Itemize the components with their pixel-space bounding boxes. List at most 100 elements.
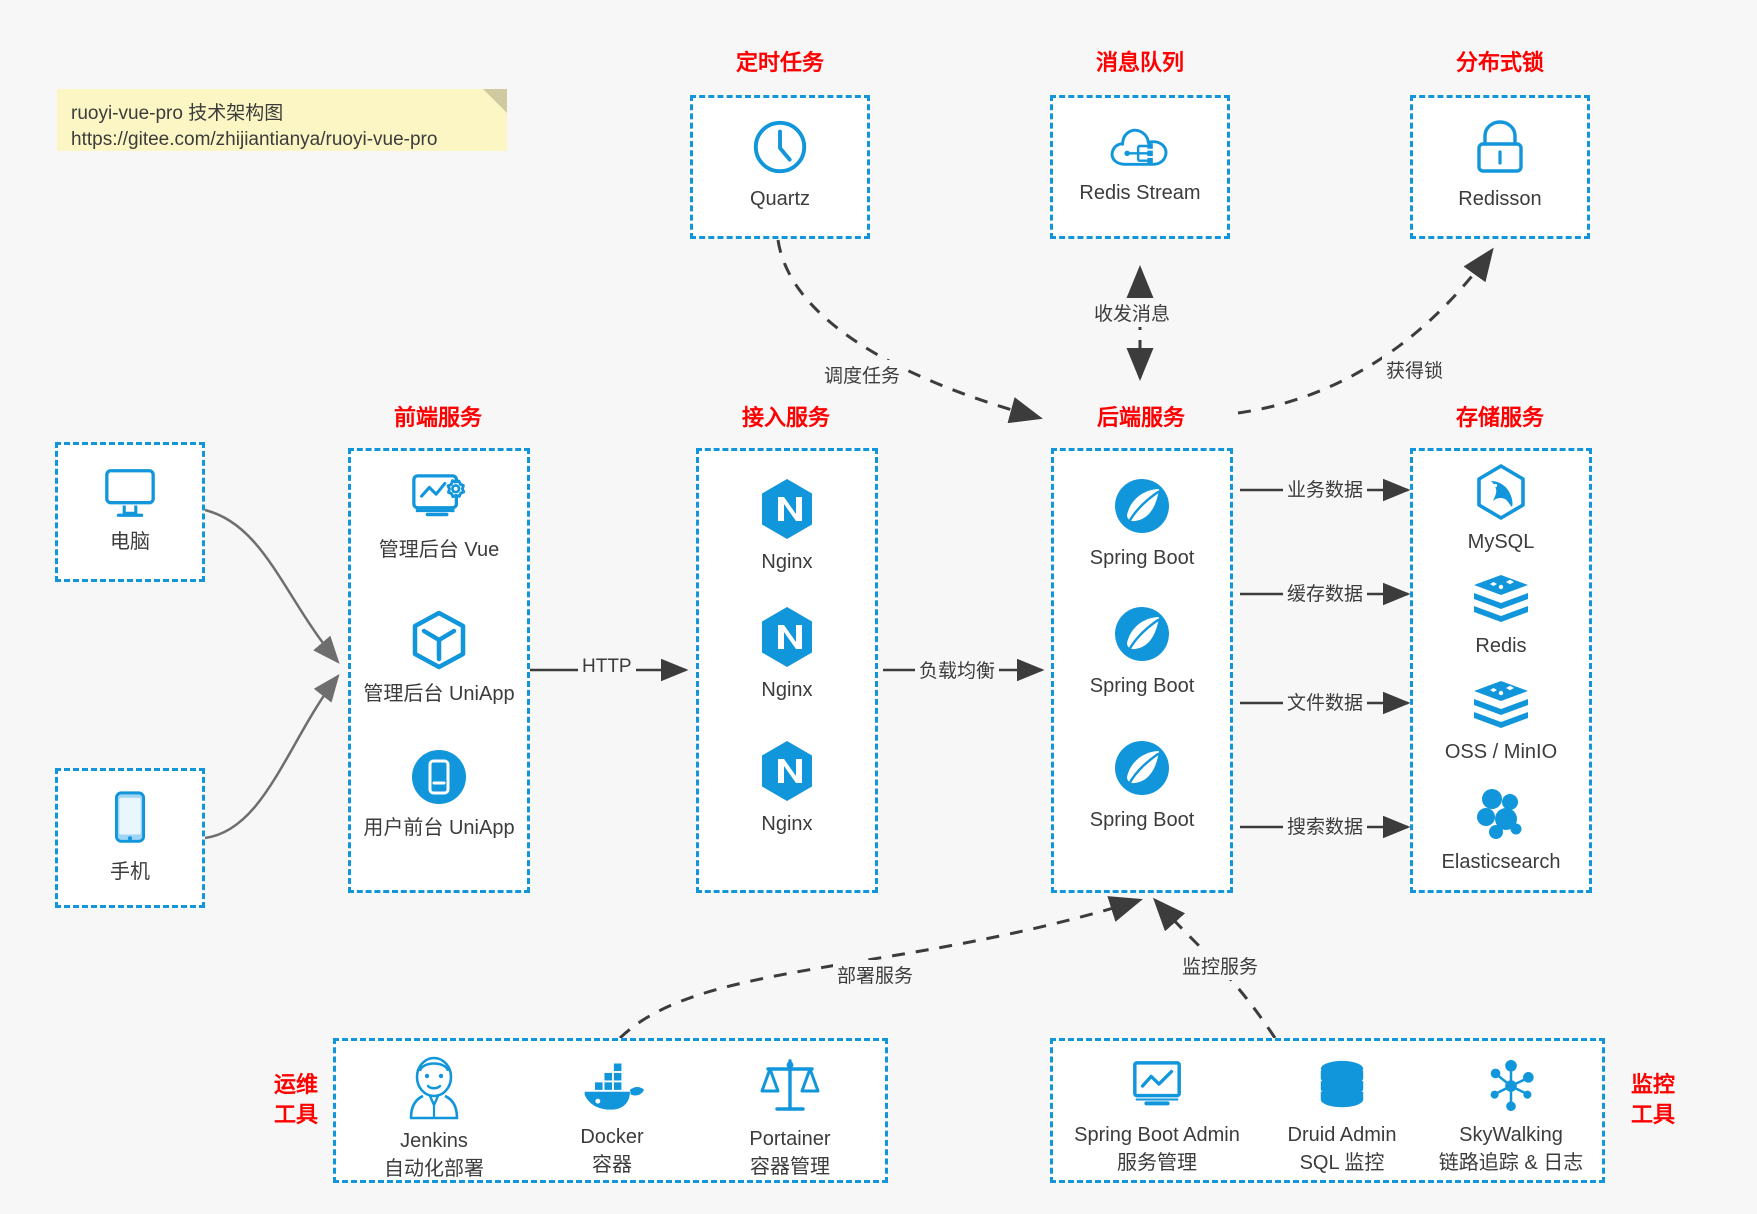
node-label: 电脑	[110, 531, 150, 553]
edge-label-schedule-task: 调度任务	[820, 360, 905, 389]
devops-group-box: Jenkins 自动化部署 Docker 容器	[333, 1038, 888, 1183]
node-nginx-2[interactable]: Nginx	[699, 605, 875, 703]
database-icon	[1320, 1060, 1364, 1108]
monitor-title-line-2: 工具	[1630, 1102, 1675, 1127]
edge-label-file-data: 文件数据	[1283, 687, 1368, 716]
node-springboot-3[interactable]: Spring Boot	[1054, 737, 1230, 833]
frontend-group-box: 管理后台 Vue 管理后台 UniApp 用户前台 UniApp	[348, 448, 530, 893]
node-label: Spring Boot	[1089, 547, 1195, 569]
client-box-phone: 手机	[55, 768, 205, 908]
group-title-devops: 运维 工具	[258, 1070, 334, 1130]
node-label: Redisson	[1458, 188, 1542, 210]
note-line-2: https://gitee.com/zhijiantianya/ruoyi-vu…	[71, 129, 438, 150]
edge-label-deploy-service: 部署服务	[833, 960, 918, 989]
phone-icon	[114, 791, 146, 843]
gateway-group-box: Nginx Nginx Nginx	[696, 448, 878, 893]
group-title-gateway: 接入服务	[741, 405, 830, 430]
spring-leaf-icon	[1115, 741, 1169, 795]
edge-label-mq-io: 收发消息	[1090, 298, 1175, 327]
storage-group-box: MySQL Redis OSS / MinIO	[1410, 448, 1592, 893]
node-spring-boot-admin[interactable]: Spring Boot Admin 服务管理	[1057, 1059, 1257, 1177]
dashboard-gear-icon	[412, 474, 466, 517]
node-mysql[interactable]: MySQL	[1413, 463, 1589, 555]
node-label: 管理后台 UniApp	[363, 683, 515, 705]
node-user-uniapp[interactable]: 用户前台 UniApp	[351, 747, 527, 841]
node-desc: 容器管理	[750, 1156, 830, 1178]
jenkins-butler-icon	[409, 1056, 459, 1120]
note-line-1: ruoyi-vue-pro 技术架构图	[71, 103, 284, 124]
node-label: Elasticsearch	[1441, 851, 1561, 873]
node-skywalking[interactable]: SkyWalking 链路追踪 & 日志	[1421, 1059, 1601, 1177]
node-label: Nginx	[761, 679, 813, 701]
node-name: SkyWalking	[1459, 1124, 1563, 1146]
node-graph-icon	[1490, 1059, 1534, 1112]
edge-label-monitor-service: 监控服务	[1178, 951, 1263, 980]
group-title-frontend: 前端服务	[393, 405, 482, 430]
node-oss-minio[interactable]: OSS / MinIO	[1413, 679, 1589, 765]
node-label: Redis Stream	[1079, 182, 1201, 204]
hexagon-cube-icon	[412, 610, 466, 670]
node-desc: 链路追踪 & 日志	[1438, 1152, 1584, 1174]
lock-icon	[1477, 120, 1523, 173]
node-name: Portainer	[749, 1128, 831, 1150]
note-fold-corner	[483, 89, 507, 113]
node-label: Spring Boot	[1089, 809, 1195, 831]
node-redis[interactable]: Redis	[1413, 573, 1589, 659]
client-box-computer: 电脑	[55, 442, 205, 582]
group-title-backend: 后端服务	[1096, 405, 1185, 430]
sticky-note: ruoyi-vue-pro 技术架构图 https://gitee.com/zh…	[57, 89, 507, 151]
node-quartz[interactable]: Quartz	[693, 116, 867, 212]
group-title-monitor: 监控 工具	[1615, 1070, 1691, 1130]
node-name: Druid Admin	[1287, 1124, 1397, 1146]
monitor-icon	[105, 469, 155, 517]
node-springboot-2[interactable]: Spring Boot	[1054, 603, 1230, 699]
node-name: Spring Boot Admin	[1074, 1124, 1240, 1146]
nginx-icon	[762, 479, 812, 539]
node-label: 用户前台 UniApp	[363, 817, 515, 839]
edge-label-http: HTTP	[578, 655, 636, 679]
monitor-chart-icon	[1133, 1061, 1181, 1106]
edge-label-business-data: 业务数据	[1283, 474, 1368, 503]
node-jenkins[interactable]: Jenkins 自动化部署	[350, 1055, 518, 1183]
spring-leaf-icon	[1115, 607, 1169, 661]
monitor-title-line-1: 监控	[1630, 1072, 1675, 1097]
elasticsearch-icon	[1477, 789, 1522, 839]
node-phone[interactable]: 手机	[58, 789, 202, 885]
group-title-storage: 存储服务	[1455, 405, 1544, 430]
scales-icon	[760, 1059, 820, 1111]
node-springboot-1[interactable]: Spring Boot	[1054, 475, 1230, 571]
node-portainer[interactable]: Portainer 容器管理	[706, 1055, 874, 1181]
redis-stack-icon	[1474, 575, 1528, 622]
node-desc: 容器	[592, 1154, 632, 1176]
nginx-icon	[762, 607, 812, 667]
node-druid-admin[interactable]: Druid Admin SQL 监控	[1258, 1059, 1426, 1177]
edge-label-search-data: 搜索数据	[1283, 811, 1368, 840]
mq-group-box: Redis Stream	[1050, 95, 1230, 239]
edge-label-acquire-lock: 获得锁	[1382, 355, 1448, 384]
node-desc: SQL 监控	[1299, 1152, 1385, 1174]
mysql-dolphin-icon	[1477, 464, 1525, 520]
node-nginx-1[interactable]: Nginx	[699, 477, 875, 575]
node-admin-uniapp[interactable]: 管理后台 UniApp	[351, 609, 527, 707]
node-label: MySQL	[1467, 531, 1535, 553]
node-redis-stream[interactable]: Redis Stream	[1053, 120, 1227, 206]
node-desc: 服务管理	[1117, 1152, 1197, 1174]
node-redisson[interactable]: Redisson	[1413, 118, 1587, 212]
node-name: Jenkins	[400, 1130, 468, 1152]
group-title-lock: 分布式锁	[1455, 50, 1544, 75]
node-admin-vue[interactable]: 管理后台 Vue	[351, 471, 527, 563]
node-label: Nginx	[761, 551, 813, 573]
node-computer[interactable]: 电脑	[58, 465, 202, 555]
redis-stack-icon	[1474, 681, 1528, 728]
devops-title-line-2: 工具	[273, 1102, 318, 1127]
group-title-mq: 消息队列	[1095, 50, 1184, 75]
node-label: Redis	[1475, 635, 1527, 657]
spring-leaf-icon	[1115, 479, 1169, 533]
node-elasticsearch[interactable]: Elasticsearch	[1413, 785, 1589, 875]
node-docker[interactable]: Docker 容器	[528, 1061, 696, 1179]
node-nginx-3[interactable]: Nginx	[699, 739, 875, 837]
group-title-scheduler: 定时任务	[735, 50, 824, 75]
node-desc: 自动化部署	[384, 1158, 484, 1180]
clock-icon	[753, 120, 807, 174]
